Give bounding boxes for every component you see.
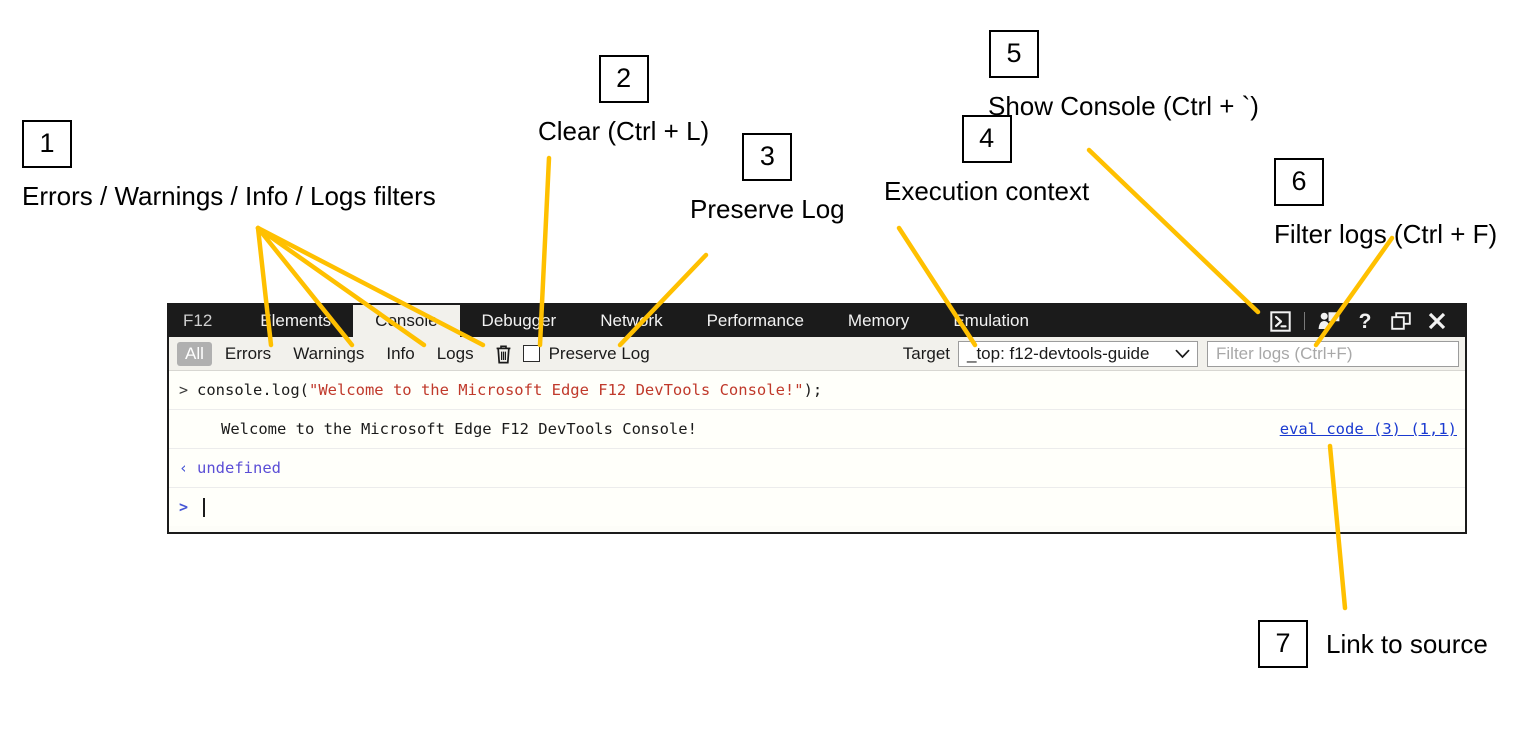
console-result-value: undefined	[197, 459, 281, 477]
prompt-chevron-icon: >	[179, 498, 189, 516]
callout-1: 1 Errors / Warnings / Info / Logs filter…	[22, 120, 436, 211]
tabbar-icon-group: ?	[1262, 305, 1465, 337]
undock-icon[interactable]	[1383, 305, 1419, 337]
preserve-log-label[interactable]: Preserve Log	[548, 343, 650, 363]
callout-5-label: Show Console (Ctrl + `)	[988, 91, 1259, 121]
callout-3-number: 3	[742, 133, 793, 181]
callout-5-number: 5	[989, 30, 1039, 78]
callout-2-number: 2	[598, 55, 649, 103]
preserve-log-checkbox[interactable]	[522, 345, 540, 362]
chevron-down-icon	[1175, 349, 1190, 359]
tab-performance[interactable]: Performance	[706, 311, 804, 330]
console-output-text: Welcome to the Microsoft Edge F12 DevToo…	[221, 420, 697, 438]
trash-icon[interactable]	[495, 344, 512, 364]
console-row-input[interactable]: > console.log("Welcome to the Microsoft …	[169, 371, 1465, 410]
callout-7: 7 Link to source	[1258, 620, 1488, 668]
console-row-result: ‹ undefined	[169, 449, 1465, 488]
callout-3: 3 Preserve Log	[690, 133, 845, 224]
code-string: "Welcome to the Microsoft Edge F12 DevTo…	[308, 381, 804, 399]
callout-6: 6 Filter logs (Ctrl + F)	[1274, 158, 1497, 249]
filter-all[interactable]: All	[177, 341, 212, 366]
tabbar-spacer	[1051, 305, 1262, 337]
code-suffix: );	[803, 381, 823, 399]
tab-memory[interactable]: Memory	[847, 311, 910, 330]
console-filterbar: All Errors Warnings Info Logs Preserve L…	[169, 337, 1465, 371]
devtools-window: F12 Elements Console Debugger Network Pe…	[167, 303, 1467, 534]
callout-1-label: Errors / Warnings / Info / Logs filters	[22, 181, 436, 211]
tab-emulation[interactable]: Emulation	[953, 311, 1029, 330]
execution-context-select[interactable]: _top: f12-devtools-guide	[958, 340, 1198, 367]
callout-2-label: Clear (Ctrl + L)	[538, 116, 710, 146]
console-row-prompt[interactable]: >	[169, 488, 1465, 526]
text-caret	[203, 497, 205, 517]
close-icon[interactable]	[1419, 305, 1455, 337]
show-console-icon[interactable]	[1262, 305, 1298, 337]
tab-console[interactable]: Console	[353, 305, 460, 337]
callout-4-number: 4	[961, 115, 1012, 163]
callout-6-label: Filter logs (Ctrl + F)	[1274, 219, 1498, 249]
console-input-code: console.log("Welcome to the Microsoft Ed…	[197, 381, 822, 399]
callout-1-number: 1	[22, 120, 72, 168]
callout-6-number: 6	[1274, 158, 1324, 206]
callout-5: 5 Show Console (Ctrl + `)	[988, 30, 1259, 121]
icon-separator	[1304, 312, 1305, 330]
filter-errors[interactable]: Errors	[224, 343, 272, 363]
leader-5-console	[1086, 147, 1261, 315]
console-row-output: Welcome to the Microsoft Edge F12 DevToo…	[169, 410, 1465, 449]
tab-network[interactable]: Network	[600, 311, 663, 330]
input-chevron-icon: >	[179, 381, 189, 399]
filter-info[interactable]: Info	[386, 343, 415, 363]
tab-elements[interactable]: Elements	[260, 311, 332, 330]
filter-warnings[interactable]: Warnings	[293, 343, 365, 363]
tab-debugger[interactable]: Debugger	[481, 311, 557, 330]
result-chevron-icon: ‹	[179, 459, 189, 477]
help-icon[interactable]: ?	[1358, 309, 1372, 333]
callout-7-label: Link to source	[1326, 628, 1488, 659]
filter-logs-input[interactable]: Filter logs (Ctrl+F)	[1207, 340, 1459, 367]
target-label: Target	[902, 343, 950, 363]
callout-7-number: 7	[1258, 620, 1308, 668]
tab-f12: F12	[183, 311, 213, 330]
callout-4-label: Execution context	[884, 176, 1090, 206]
source-link[interactable]: eval code (3) (1,1)	[1279, 420, 1457, 438]
callout-2: 2 Clear (Ctrl + L)	[538, 55, 709, 146]
devtools-tabbar: F12 Elements Console Debugger Network Pe…	[169, 305, 1465, 337]
execution-context-value: _top: f12-devtools-guide	[967, 343, 1150, 363]
feedback-icon[interactable]	[1311, 305, 1347, 337]
filter-logs[interactable]: Logs	[436, 343, 474, 363]
console-output: > console.log("Welcome to the Microsoft …	[169, 371, 1465, 526]
callout-3-label: Preserve Log	[690, 194, 845, 224]
callout-4: 4 Execution context	[884, 115, 1089, 206]
filter-logs-placeholder: Filter logs (Ctrl+F)	[1216, 343, 1353, 363]
code-prefix: console.log(	[197, 381, 309, 399]
